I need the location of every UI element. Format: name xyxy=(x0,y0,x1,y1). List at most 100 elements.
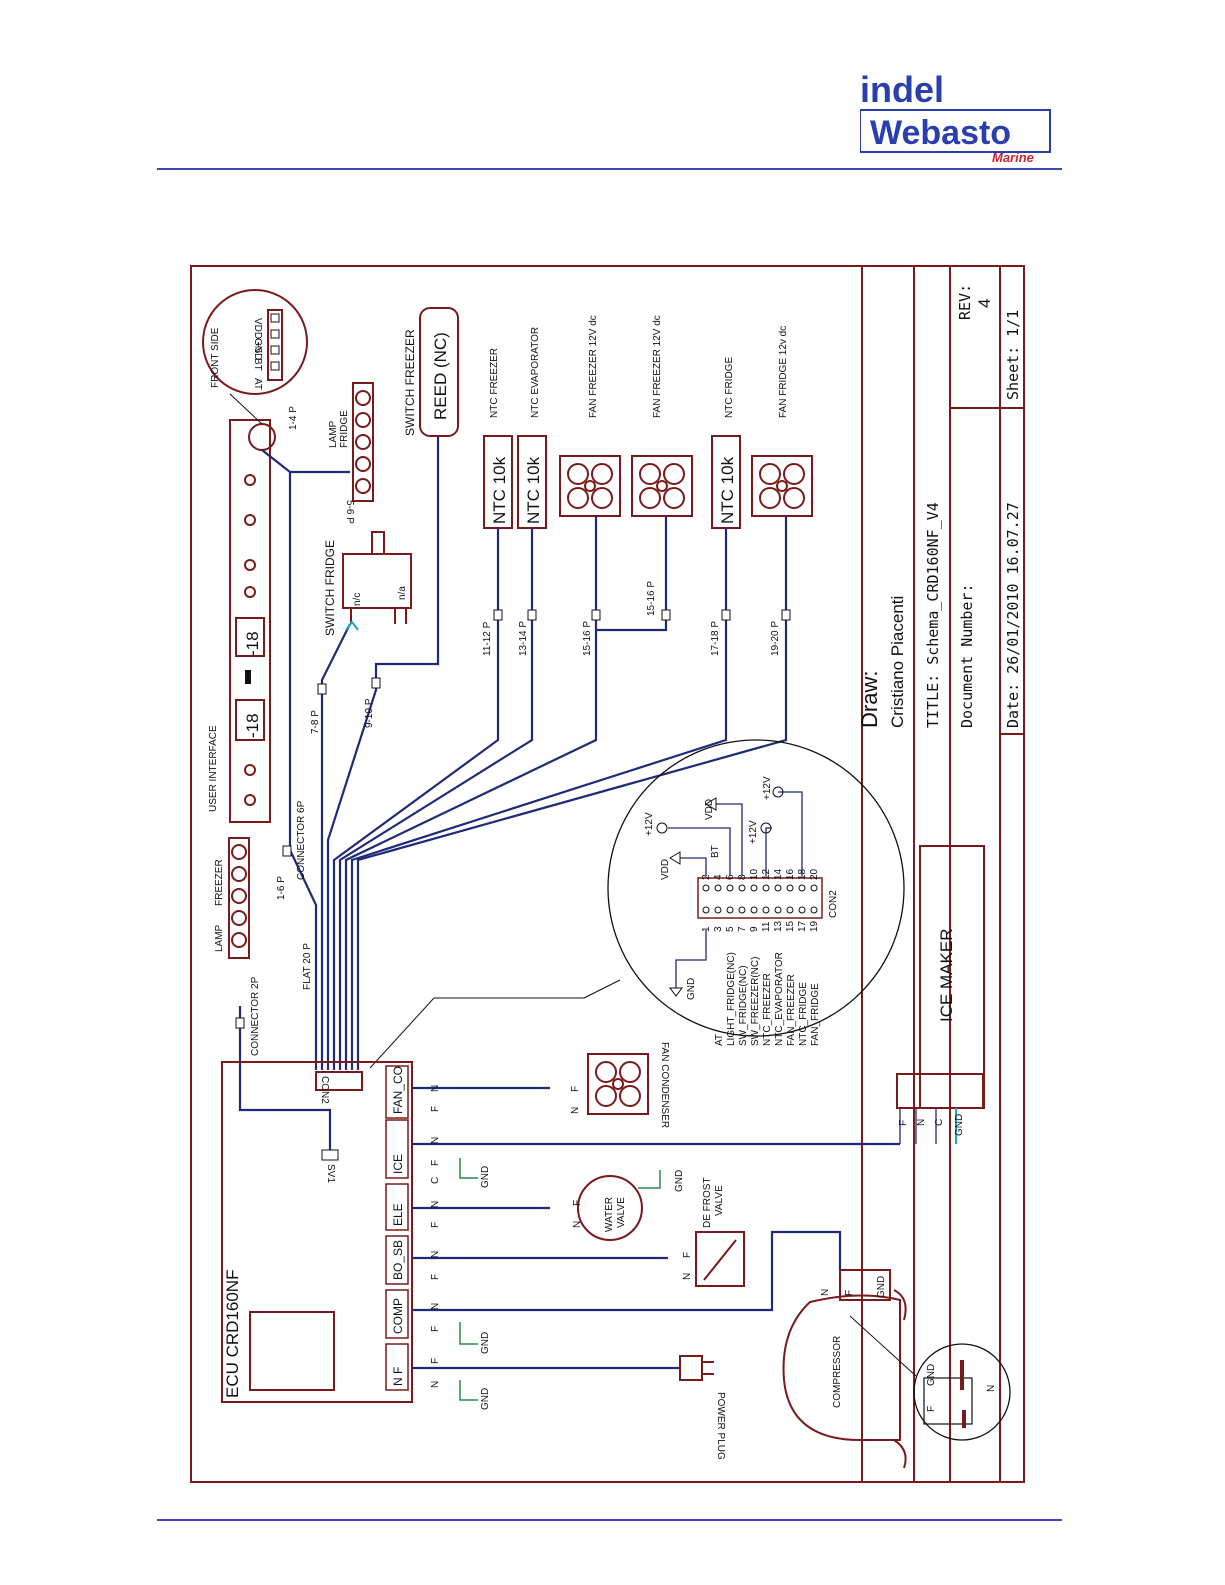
p-11-12: 11-12 P xyxy=(482,621,493,656)
con2-pin-even-label: 12 xyxy=(761,868,772,880)
flat-20p: FLAT 20 P xyxy=(302,943,313,990)
con2-pin xyxy=(786,906,794,914)
bo-sb-n: N xyxy=(430,1251,441,1258)
logo-line1: indel xyxy=(860,69,944,110)
display-right: -18 xyxy=(243,631,262,656)
ele-f: F xyxy=(430,1222,441,1228)
p-17-18: 17-18 P xyxy=(710,621,721,656)
con2-pin-odd-label: 17 xyxy=(797,920,808,932)
con2-pin-even-label: 18 xyxy=(797,868,808,880)
defrost-label-2: VALVE xyxy=(714,1185,725,1216)
ecu-terminal-label: FAN_CO xyxy=(391,1066,405,1114)
con2-plus12v-1: +12V xyxy=(644,812,655,836)
logo-line3: Marine xyxy=(992,150,1034,165)
pin-gnd: GND xyxy=(252,338,263,360)
con2-vdd-2: VDD xyxy=(704,799,715,820)
ecu-terminal xyxy=(385,1119,409,1179)
con2-pin xyxy=(714,906,722,914)
ntc-10k-2: NTC 10k xyxy=(524,456,543,524)
con2-pin-even-label: 10 xyxy=(749,868,760,880)
water-f: F xyxy=(572,1200,583,1206)
front-side-label: FRONT SIDE xyxy=(210,327,221,388)
con2-plus12v-2: +12V xyxy=(748,820,759,844)
ecu-terminal-label: N F xyxy=(391,1367,405,1386)
p-1-6: 1-6 P xyxy=(276,876,287,900)
footer-rule xyxy=(157,1519,1062,1521)
con2-pin xyxy=(798,906,806,914)
con2-pin-even-label: 16 xyxy=(785,868,796,880)
fan-fridge-label: FAN FRIDGE 12v dc xyxy=(778,326,789,418)
con2-gnd: GND xyxy=(686,978,697,1000)
power-plug-label: POWER PLUG xyxy=(715,1392,726,1460)
con2-pin-odd-label: 9 xyxy=(749,926,760,932)
con2-pin-even-label: 6 xyxy=(725,874,736,880)
ecu-terminal-label: ELE xyxy=(391,1203,405,1226)
con2-pin-odd-label: 3 xyxy=(713,926,724,932)
pin-at: AT xyxy=(252,378,263,390)
ice-maker-n: N xyxy=(916,1119,927,1126)
ecu-terminal-label: COMP xyxy=(391,1298,405,1334)
defrost-valve: DE FROST VALVE F N xyxy=(682,1177,745,1287)
ele-n: N xyxy=(430,1201,441,1208)
con2-pin-odd-label: 19 xyxy=(809,920,820,932)
lamp-fridge: LAMP FRIDGE 5-6 P xyxy=(328,382,374,524)
rev-value: 4 xyxy=(975,299,994,308)
sv1-label: SV1 xyxy=(325,1164,336,1183)
con2-signal-label: FAN_FREEZER xyxy=(786,974,797,1046)
con2-pin xyxy=(738,906,746,914)
water-valve-label: WATER xyxy=(604,1197,615,1232)
con2-pin xyxy=(774,884,782,892)
con2-pin xyxy=(714,884,722,892)
display-left: -18 xyxy=(243,713,262,738)
con2-pin xyxy=(750,906,758,914)
water-valve: WATER VALVE F N xyxy=(572,1175,643,1241)
ecu-terminal xyxy=(385,1235,409,1285)
con2-pin xyxy=(726,884,734,892)
switch-fridge-label: SWITCH FRIDGE xyxy=(323,540,337,636)
fan-fridge: FAN FRIDGE 12v dc xyxy=(751,326,813,517)
con2-pin xyxy=(798,884,806,892)
ice-n: N xyxy=(430,1137,441,1144)
switch-fridge: n/c n/a SWITCH FRIDGE xyxy=(323,531,412,636)
con2-ecu-label: CON2 xyxy=(319,1076,330,1104)
defrost-n: N xyxy=(682,1273,693,1280)
con2-pin xyxy=(738,884,746,892)
water-valve-label-2: VALVE xyxy=(616,1197,627,1228)
comp-detail-f: F xyxy=(926,1406,937,1412)
ntc-freezer: NTC 10k NTC FREEZER xyxy=(483,348,513,529)
con2-pin xyxy=(726,906,734,914)
con2-signal-label: FAN_FRIDGE xyxy=(810,983,821,1046)
user-interface-label: USER INTERFACE xyxy=(208,725,219,812)
con2-pin-odd-label: 13 xyxy=(773,920,784,932)
con2-pin xyxy=(750,884,758,892)
fan-freezer-1-label: FAN FREEZER 12V dc xyxy=(588,315,599,418)
harness-wires xyxy=(238,436,788,1150)
bo-sb-f: F xyxy=(430,1274,441,1280)
drawing-title: TITLE: Schema_CRD160NF_V4 xyxy=(924,502,942,728)
con2-pin xyxy=(702,906,710,914)
ntc-evaporator: NTC 10k NTC EVAPORATOR xyxy=(517,327,547,529)
pin-bt: BT xyxy=(252,358,263,371)
fan-condenser: FAN CONDENSER F N xyxy=(570,1042,670,1128)
con2-pin-even-label: 8 xyxy=(737,874,748,880)
p-7-8: 7-8 P xyxy=(310,710,321,734)
fan-freezer-1: FAN FREEZER 12V dc xyxy=(559,315,621,517)
fan-cond-n: N xyxy=(570,1107,581,1114)
connector-6p: CONNECTOR 6P xyxy=(296,800,307,880)
p-5-6: 5-6 P xyxy=(344,500,355,524)
rev-label: REV: xyxy=(956,284,974,320)
power-plug: POWER PLUG xyxy=(679,1355,726,1460)
con2-signal-label: SW_FRIDGE(NC) xyxy=(738,965,749,1046)
ecu-terminal xyxy=(385,1065,409,1119)
connector-2p: CONNECTOR 2P xyxy=(250,976,261,1056)
comp-f: F xyxy=(430,1326,441,1332)
con2-pin-odd-label: 5 xyxy=(725,926,736,932)
drawing-frame xyxy=(190,265,1025,1483)
switch-freezer: REED (NC) SWITCH FREEZER xyxy=(403,307,459,437)
gnd-water: GND xyxy=(674,1170,685,1192)
fan-co-n: N xyxy=(430,1085,441,1092)
con2-vdd-1: VDD xyxy=(660,859,671,880)
p-19-20: 19-20 P xyxy=(770,621,781,656)
ecu-terminal xyxy=(385,1289,409,1339)
